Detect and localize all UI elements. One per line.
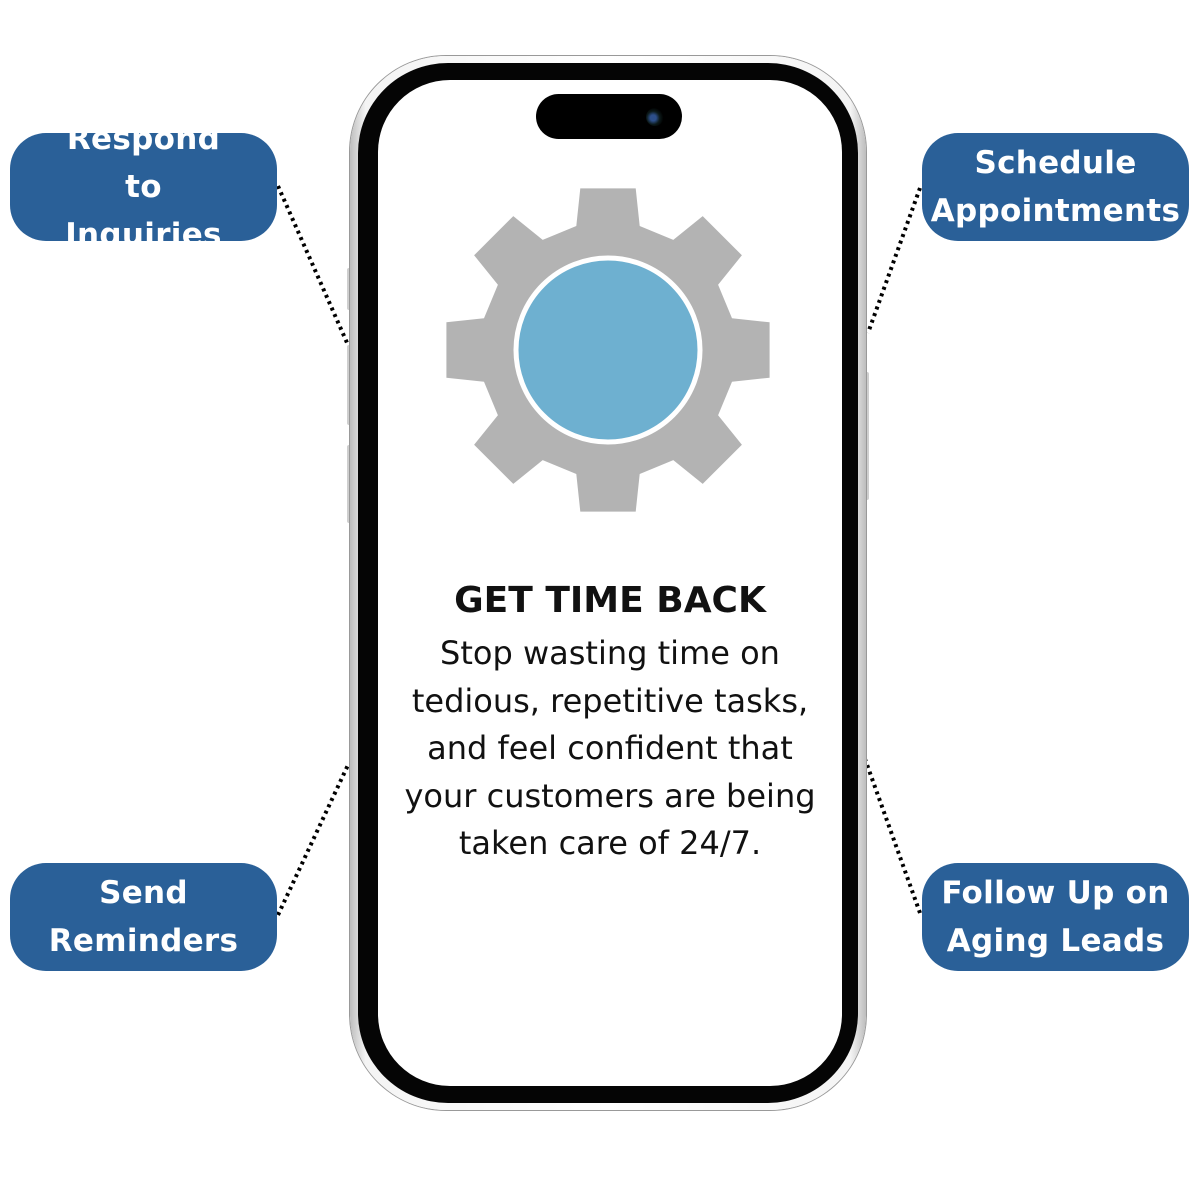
callout-label: Follow Up on Aging Leads	[941, 875, 1170, 959]
phone-side-button	[347, 445, 351, 523]
callout-label: Schedule Appointments	[930, 145, 1181, 229]
callout-follow-up-aging-leads: Follow Up on Aging Leads	[922, 863, 1189, 971]
callout-schedule-appointments: Schedule Appointments	[922, 133, 1189, 241]
screen-title: GET TIME BACK	[454, 580, 766, 621]
phone-side-button	[347, 268, 351, 310]
screen-body-text: Stop wasting time on tedious, repetitive…	[404, 634, 816, 862]
gear-center-circle	[513, 255, 703, 445]
connector-top-right	[866, 187, 922, 334]
callout-label: Send Reminders	[48, 875, 239, 959]
connector-top-left	[276, 185, 350, 346]
camera-icon	[646, 108, 664, 126]
callout-respond-to-inquiries: Respond to Inquiries	[10, 121, 277, 253]
phone-side-button	[347, 345, 351, 425]
callout-send-reminders: Send Reminders	[10, 863, 277, 971]
connector-bottom-right	[858, 744, 922, 914]
phone-side-button	[865, 372, 869, 500]
callout-label: Respond to Inquiries	[65, 121, 222, 253]
